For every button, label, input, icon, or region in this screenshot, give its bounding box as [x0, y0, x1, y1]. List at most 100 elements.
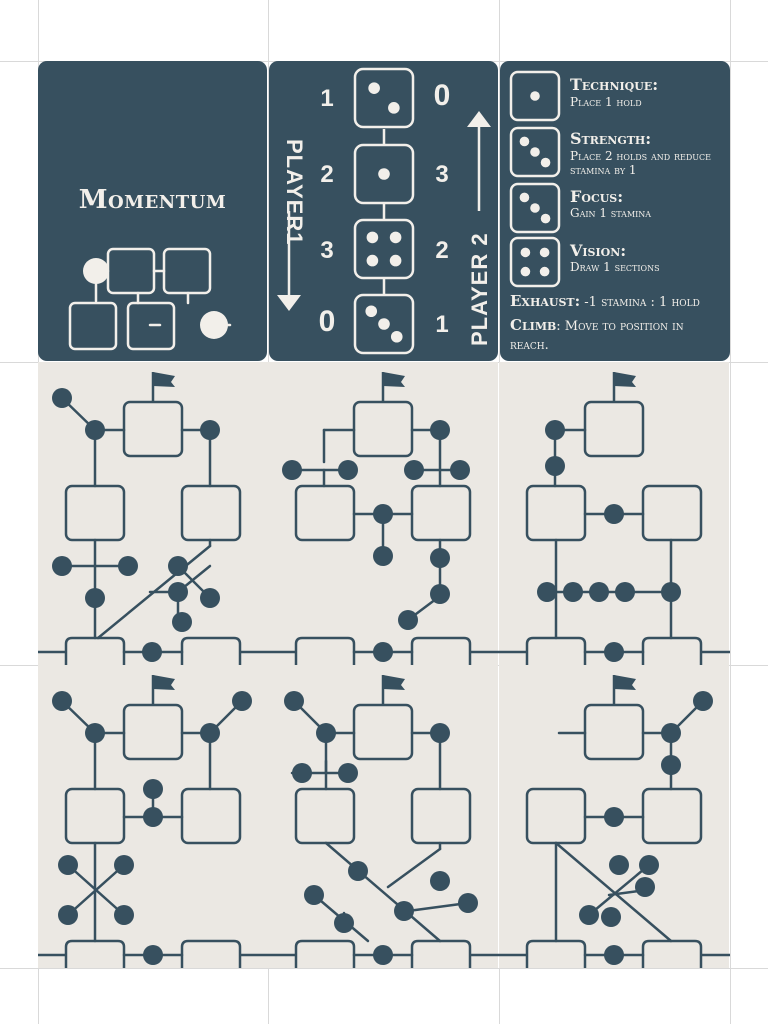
hold-icon [348, 861, 368, 881]
actions-card[interactable]: Technique: Place 1 hold Strength: Place … [500, 61, 730, 361]
arrow-up-icon [467, 111, 491, 211]
game-title: Momentum [78, 185, 227, 215]
player1-number: 0 [318, 305, 336, 338]
logo-icon [68, 247, 232, 351]
wall-section-card[interactable] [268, 665, 499, 968]
arrow-down-icon [277, 211, 301, 311]
action-title-technique: Technique: [570, 75, 659, 94]
flag-icon [612, 675, 636, 705]
hold-icon [168, 582, 188, 602]
hold-icon [52, 691, 72, 711]
hold-icon [404, 460, 424, 480]
hold-icon [635, 877, 655, 897]
hold-icon [545, 420, 565, 440]
player1-number: 2 [320, 161, 334, 188]
player1-label: PLAYER1 [282, 139, 307, 246]
wall-section-card[interactable] [268, 362, 499, 665]
hold-icon [200, 420, 220, 440]
player-track-card[interactable]: PLAYER1 PLAYER 2 1 2 3 0 0 3 2 1 [269, 61, 498, 361]
die-icon [353, 293, 415, 355]
hold-icon [604, 807, 624, 827]
cut-line [730, 0, 731, 1024]
action-desc-strength: Place 2 holds and reduce stamina by 1 [570, 149, 711, 177]
hold-icon [316, 723, 336, 743]
hold-icon [373, 945, 393, 965]
flag-icon [612, 372, 636, 402]
hold-icon [430, 871, 450, 891]
hold-icon [52, 556, 72, 576]
hold-icon [604, 504, 624, 524]
hold-icon [85, 420, 105, 440]
hold-icon [200, 723, 220, 743]
die-icon [353, 67, 415, 129]
hold-icon [338, 460, 358, 480]
wall-section-card[interactable] [38, 362, 268, 665]
hold-icon [693, 691, 713, 711]
wall-section-graphics [268, 675, 499, 968]
cut-line [0, 968, 768, 969]
hold-icon [114, 855, 134, 875]
hold-icon [142, 642, 162, 662]
die-icon [509, 126, 561, 178]
hold-icon [615, 582, 635, 602]
rule-climb-text: : Move to position in reach. [510, 319, 684, 353]
action-title-focus: Focus: [570, 187, 624, 206]
wall-section-card[interactable] [499, 665, 730, 968]
hold-icon [338, 763, 358, 783]
flag-icon [381, 675, 405, 705]
die-icon [509, 236, 561, 288]
hold-icon [292, 763, 312, 783]
action-title-vision: Vision: [570, 241, 627, 260]
flag-icon [151, 372, 175, 402]
wall-section-card[interactable] [499, 362, 730, 665]
player2-number: 2 [435, 237, 449, 264]
hold-icon [304, 885, 324, 905]
rule-climb-title: Climb [510, 316, 557, 334]
hold-icon [58, 905, 78, 925]
rule-exhaust: Exhaust: -1 stamina : 1 hold [510, 292, 726, 312]
hold-icon [661, 755, 681, 775]
hold-icon [373, 546, 393, 566]
flag-icon [151, 675, 175, 705]
rule-exhaust-title: Exhaust: [510, 292, 581, 310]
hold-icon [172, 612, 192, 632]
die-icon [353, 143, 415, 205]
die-icon [509, 70, 561, 122]
player1-number: 1 [320, 85, 334, 112]
wall-section-card[interactable] [38, 665, 268, 968]
hold-icon [589, 582, 609, 602]
hold-icon [373, 504, 393, 524]
die-icon [509, 126, 561, 178]
hold-icon [430, 723, 450, 743]
hold-icon [398, 610, 418, 630]
die-icon [509, 70, 561, 122]
player1-number: 3 [320, 237, 334, 264]
hold-icon [430, 584, 450, 604]
hold-icon [661, 723, 681, 743]
hold-icon [114, 905, 134, 925]
hold-icon [232, 691, 252, 711]
hold-icon [458, 893, 478, 913]
hold-icon [430, 548, 450, 568]
title-card[interactable]: Momentum [38, 61, 267, 361]
rule-exhaust-text: -1 stamina : 1 hold [580, 295, 700, 310]
player2-number: 0 [433, 79, 451, 112]
hold-icon [334, 913, 354, 933]
hold-icon [58, 855, 78, 875]
action-desc-technique: Place 1 hold [570, 95, 642, 109]
hold-icon [579, 905, 599, 925]
hold-icon [601, 907, 621, 927]
hold-icon [200, 588, 220, 608]
hold-icon [394, 901, 414, 921]
action-desc-focus: Gain 1 stamina [570, 206, 652, 220]
rule-climb: Climb: Move to position in reach. [510, 316, 726, 355]
hold-icon [85, 723, 105, 743]
hold-icon [604, 642, 624, 662]
die-icon [509, 236, 561, 288]
action-title-strength: Strength: [570, 129, 652, 148]
hold-icon [450, 460, 470, 480]
hold-icon [545, 456, 565, 476]
action-desc-vision: Draw 1 sections [570, 260, 660, 274]
hold-icon [143, 807, 163, 827]
hold-icon [52, 388, 72, 408]
